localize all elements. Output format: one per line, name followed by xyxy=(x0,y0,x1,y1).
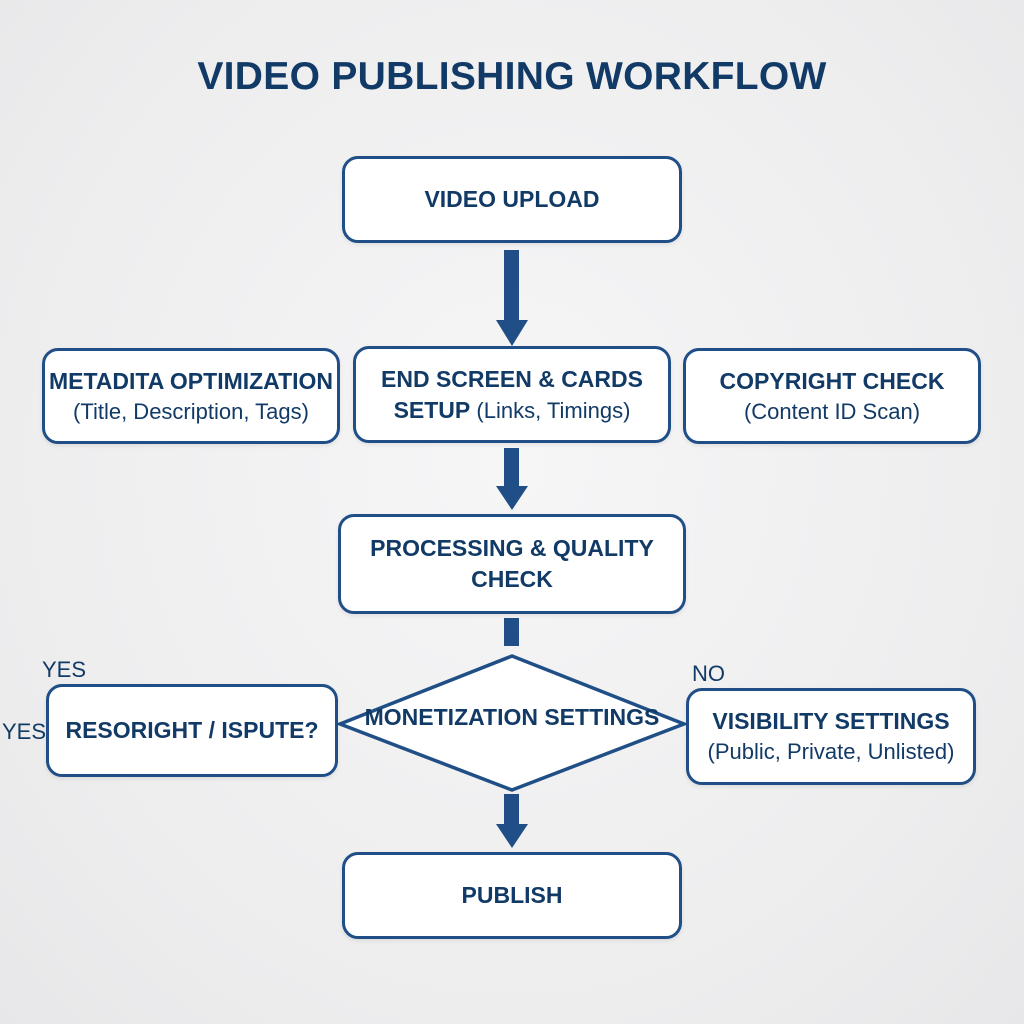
processing-quality-box[interactable]: PROCESSING & QUALITY CHECK xyxy=(338,514,686,614)
yes-label-top: YES xyxy=(42,657,87,682)
arrow-head-1 xyxy=(496,320,528,346)
visibility-subtitle: (Public, Private, Unlisted) xyxy=(707,739,955,764)
arrow-head-2 xyxy=(496,486,528,510)
publish-box[interactable]: PUBLISH xyxy=(342,852,682,939)
arrow-shaft-1 xyxy=(504,250,519,322)
end-screen-title: END SCREEN & CARDS xyxy=(381,365,643,392)
visibility-settings-box[interactable]: VISIBILITY SETTINGS (Public, Private, Un… xyxy=(686,688,976,785)
metadata-optimization-box[interactable]: METADITA OPTIMIZATION (Title, Descriptio… xyxy=(42,348,340,444)
end-screen-detail: (Links, Timings) xyxy=(470,397,631,423)
end-screen-cards-box[interactable]: END SCREEN & CARDS SETUP (Links, Timings… xyxy=(353,346,671,443)
metadata-subtitle: (Title, Description, Tags) xyxy=(73,398,309,424)
monetization-settings-label[interactable]: MONETIZATION SETTINGS xyxy=(364,704,660,730)
processing-title-line2: CHECK xyxy=(471,566,553,592)
video-upload-label: VIDEO UPLOAD xyxy=(424,186,600,212)
no-label-right: NO xyxy=(692,661,725,686)
visibility-title: VISIBILITY SETTINGS xyxy=(712,708,950,734)
video-upload-box[interactable]: VIDEO UPLOAD xyxy=(342,156,682,243)
copyright-check-box[interactable]: COPYRIGHT CHECK (Content ID Scan) xyxy=(683,348,981,444)
end-screen-subtitle: SETUP (Links, Timings) xyxy=(394,395,631,426)
copyright-subtitle: (Content ID Scan) xyxy=(743,398,921,424)
decision-diamond xyxy=(335,654,689,792)
processing-title-line1: PROCESSING & QUALITY xyxy=(370,535,654,561)
arrow-shaft-4 xyxy=(504,794,519,826)
arrow-shaft-2 xyxy=(504,448,519,488)
dispute-label: RESORIGHT / ISPUTE? xyxy=(65,717,319,743)
arrow-head-4 xyxy=(496,824,528,848)
copyright-title: COPYRIGHT CHECK xyxy=(719,367,945,394)
end-screen-setup-word: SETUP xyxy=(393,396,471,423)
dispute-box[interactable]: RESORIGHT / ISPUTE? xyxy=(46,684,338,777)
yes-label-left: YES xyxy=(2,719,47,744)
publish-label: PUBLISH xyxy=(461,882,563,908)
diagram-title: VIDEO PUBLISHING WORKFLOW xyxy=(197,55,827,98)
arrow-shaft-3 xyxy=(504,618,519,646)
metadata-title: METADITA OPTIMIZATION xyxy=(48,367,334,394)
